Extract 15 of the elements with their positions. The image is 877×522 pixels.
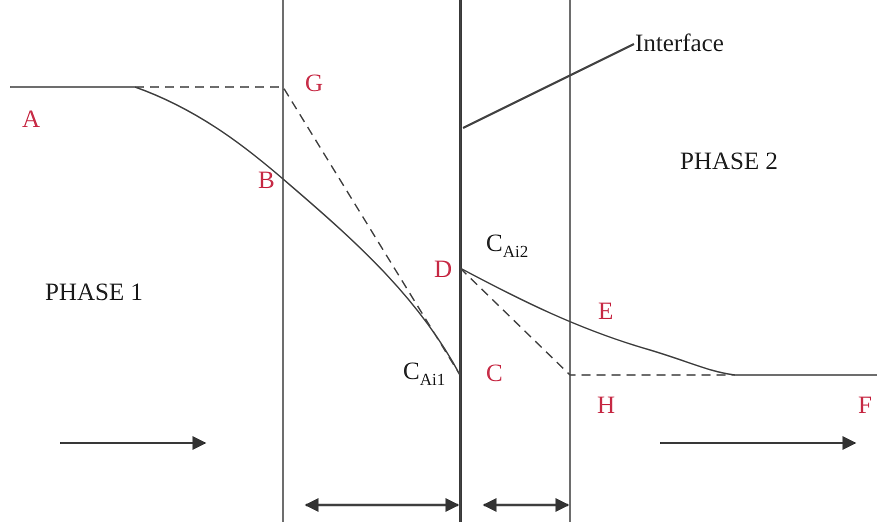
phase-label: PHASE 2 [680, 148, 778, 176]
phase-label: PHASE 1 [45, 279, 143, 307]
concentration-label: C$_{Ai2}$ [486, 230, 528, 263]
point-label: G [305, 70, 324, 98]
interface-line [459, 0, 462, 522]
point-label: H [597, 392, 616, 420]
point-label: D [434, 256, 452, 284]
point-label: B [258, 167, 275, 195]
concentration-label: C$_{Ai1}$ [403, 358, 446, 391]
point-label: F [858, 392, 872, 420]
point-label: A [22, 106, 40, 134]
point-label: C [486, 360, 503, 388]
point-label: E [598, 298, 614, 326]
leader-line [462, 43, 634, 129]
interface-label: Interface [635, 30, 724, 58]
